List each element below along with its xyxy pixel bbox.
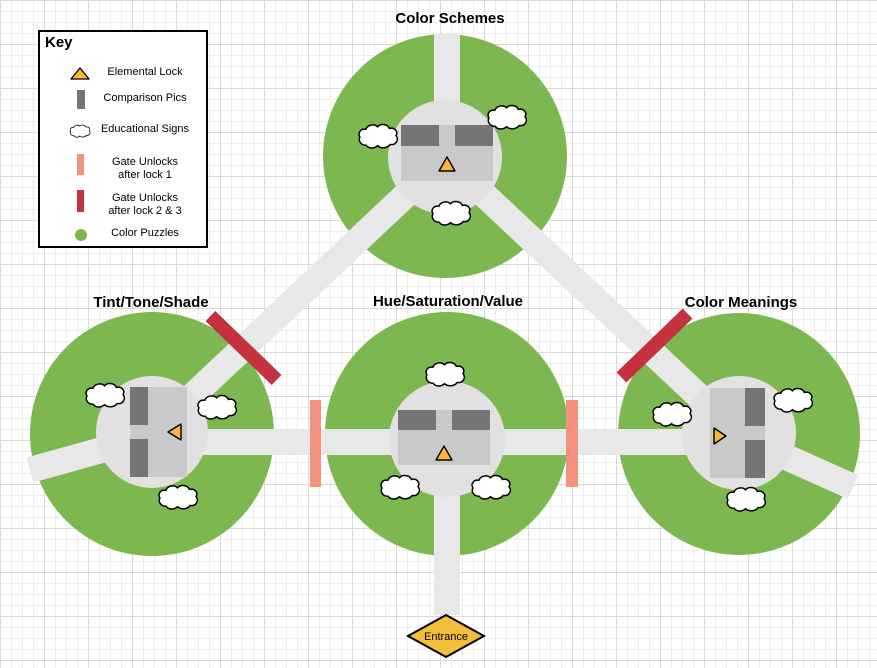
comparison-pic [130, 387, 148, 425]
walkway-top-to-left [143, 148, 454, 444]
gate-lock1-right [566, 400, 578, 487]
comparison-pic [398, 410, 436, 430]
comparison-pic [745, 388, 765, 426]
walkway-top-to-right [436, 148, 748, 444]
key-label-gate-lock1: Gate Unlocks after lock 1 [111, 156, 179, 181]
key-label-elemental-lock: Elemental Lock [107, 66, 183, 78]
building-color-meanings [710, 388, 765, 478]
building-color-schemes [401, 125, 493, 181]
gate-lock1-left [310, 400, 321, 487]
key-title: Key [45, 34, 73, 51]
comparison-pic [401, 125, 439, 146]
elemental-lock-icon [435, 445, 453, 461]
gate-lock23-icon [77, 190, 84, 212]
zone-title-tint-tone-shade: Tint/Tone/Shade [93, 294, 209, 311]
map-key: Key Elemental Lock Comparison Pics Educa… [38, 30, 208, 248]
entrance-marker: Entrance [405, 613, 487, 659]
elemental-lock-icon [70, 67, 90, 80]
building-hue-saturation-value [398, 410, 490, 465]
zone-title-color-meanings: Color Meanings [684, 294, 798, 311]
comparison-pic [130, 439, 148, 477]
zone-title-color-schemes: Color Schemes [395, 10, 505, 27]
elemental-lock-icon [167, 423, 182, 441]
gates [205, 308, 693, 487]
key-label-comparison-pics: Comparison Pics [103, 92, 187, 104]
zone-title-hue-saturation-value: Hue/Saturation/Value [372, 293, 524, 310]
color-puzzles-icon [75, 229, 87, 241]
buildings [130, 125, 765, 478]
comparison-pics-icon [77, 90, 85, 109]
elemental-lock-icon [713, 427, 727, 445]
gate-lock1-icon [77, 154, 84, 175]
comparison-pic [745, 440, 765, 478]
gate-lock23-right [616, 308, 693, 383]
entrance-diamond [405, 613, 487, 659]
comparison-pic [455, 125, 493, 146]
educational-signs-icon [69, 124, 91, 138]
gate-lock23-left [205, 311, 282, 385]
entrance-label: Entrance [424, 631, 468, 643]
key-label-educational-signs: Educational Signs [100, 123, 190, 135]
building-tint-tone-shade [130, 387, 187, 477]
key-label-color-puzzles: Color Puzzles [111, 227, 179, 239]
key-label-gate-lock23: Gate Unlocks after lock 2 & 3 [108, 192, 182, 217]
elemental-lock-icon [438, 156, 456, 172]
comparison-pic [452, 410, 490, 430]
